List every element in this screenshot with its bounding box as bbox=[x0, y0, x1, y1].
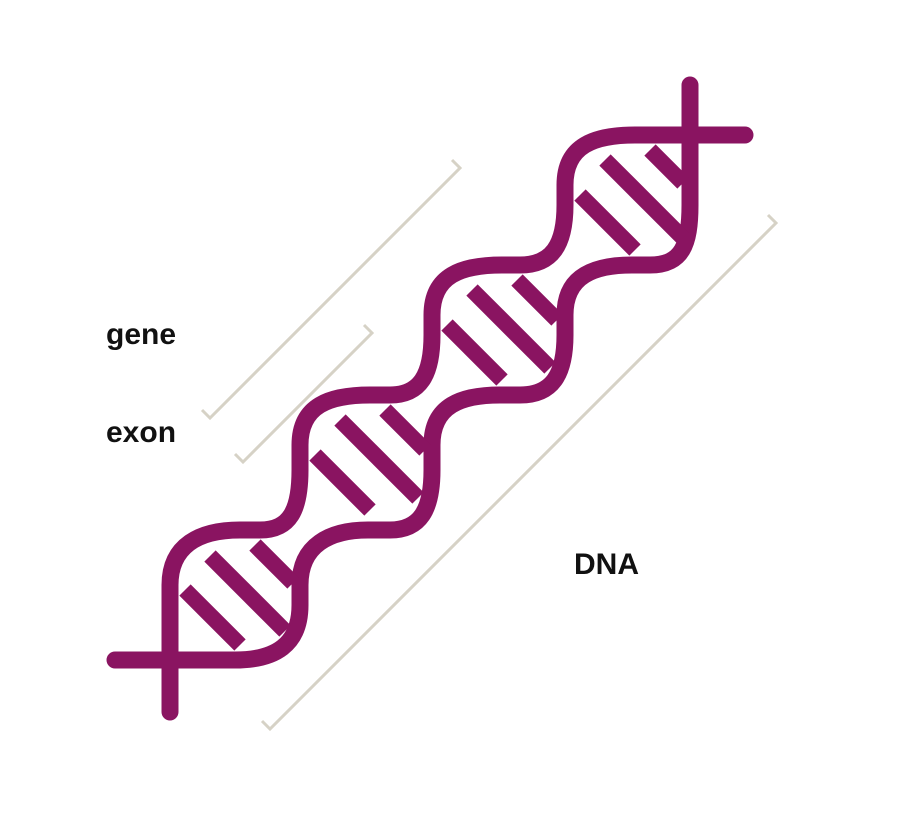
dna-label: DNA bbox=[574, 548, 639, 581]
rung bbox=[379, 404, 431, 456]
exon-bracket bbox=[233, 323, 375, 465]
gene-label: gene bbox=[106, 318, 177, 351]
rung bbox=[249, 539, 299, 589]
gene-bracket bbox=[200, 158, 463, 421]
rung bbox=[309, 449, 376, 516]
dna-helix-icon bbox=[106, 76, 754, 721]
rung bbox=[204, 550, 291, 637]
brackets bbox=[200, 158, 779, 732]
rung bbox=[599, 154, 689, 244]
dna-bracket bbox=[260, 213, 779, 732]
helix-strand-a bbox=[161, 126, 754, 721]
rung bbox=[179, 584, 246, 651]
rung bbox=[644, 144, 689, 189]
rung bbox=[511, 274, 563, 326]
exon-label: exon bbox=[106, 416, 177, 449]
rung bbox=[574, 189, 641, 256]
helix-strand-b bbox=[106, 76, 699, 669]
base-pair-rungs bbox=[179, 144, 689, 651]
rung bbox=[466, 284, 556, 374]
rung bbox=[334, 414, 424, 504]
rung bbox=[441, 319, 508, 386]
